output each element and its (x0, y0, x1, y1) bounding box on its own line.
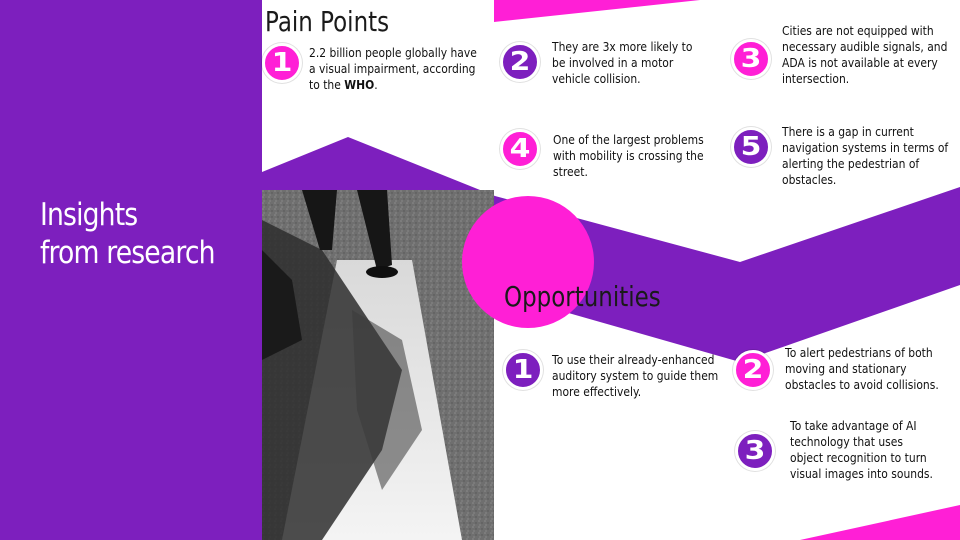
pain-point-2-badge: 2 (500, 42, 540, 82)
opportunity-3-badge: 3 (735, 431, 775, 471)
pain-point-2-text: They are 3x more likely to be involved i… (552, 39, 693, 86)
pain-point-4-text: One of the largest problems with mobilit… (553, 132, 704, 179)
pain-point-4-badge: 4 (500, 129, 540, 169)
slide-title-line-2: from research (40, 235, 216, 271)
crosswalk-photo (262, 190, 494, 540)
slide-title: Insights from research (40, 196, 216, 272)
sidebar-panel: Insights from research (0, 0, 262, 540)
pain-point-3-text: Cities are not equipped with necessary a… (782, 23, 948, 86)
pain-points-title: Pain Points (265, 5, 390, 38)
pain-point-1-badge: 1 (262, 43, 302, 83)
opportunity-3-text: To take advantage of AI technology that … (790, 418, 933, 481)
opportunity-2-text: To alert pedestrians of both moving and … (785, 345, 939, 392)
opportunities-title: Opportunities (504, 280, 661, 313)
opportunity-1-badge: 1 (503, 350, 543, 390)
opportunity-2-badge: 2 (733, 350, 773, 390)
top-pink-band (494, 0, 700, 22)
pain-point-5-text: There is a gap in current navigation sys… (782, 124, 949, 187)
pain-point-3-badge: 3 (731, 39, 771, 79)
crosswalk-photo-image (262, 190, 494, 540)
opportunity-1-text: To use their already-enhanced auditory s… (552, 352, 719, 399)
pain-point-1-text: 2.2 billion people globally have a visua… (309, 45, 477, 92)
slide-title-line-1: Insights (40, 197, 138, 233)
pink-circle (462, 196, 594, 328)
pain-point-5-badge: 5 (731, 127, 771, 167)
who-emphasis: WHO (344, 77, 375, 92)
bottom-right-pink-band (800, 505, 960, 540)
